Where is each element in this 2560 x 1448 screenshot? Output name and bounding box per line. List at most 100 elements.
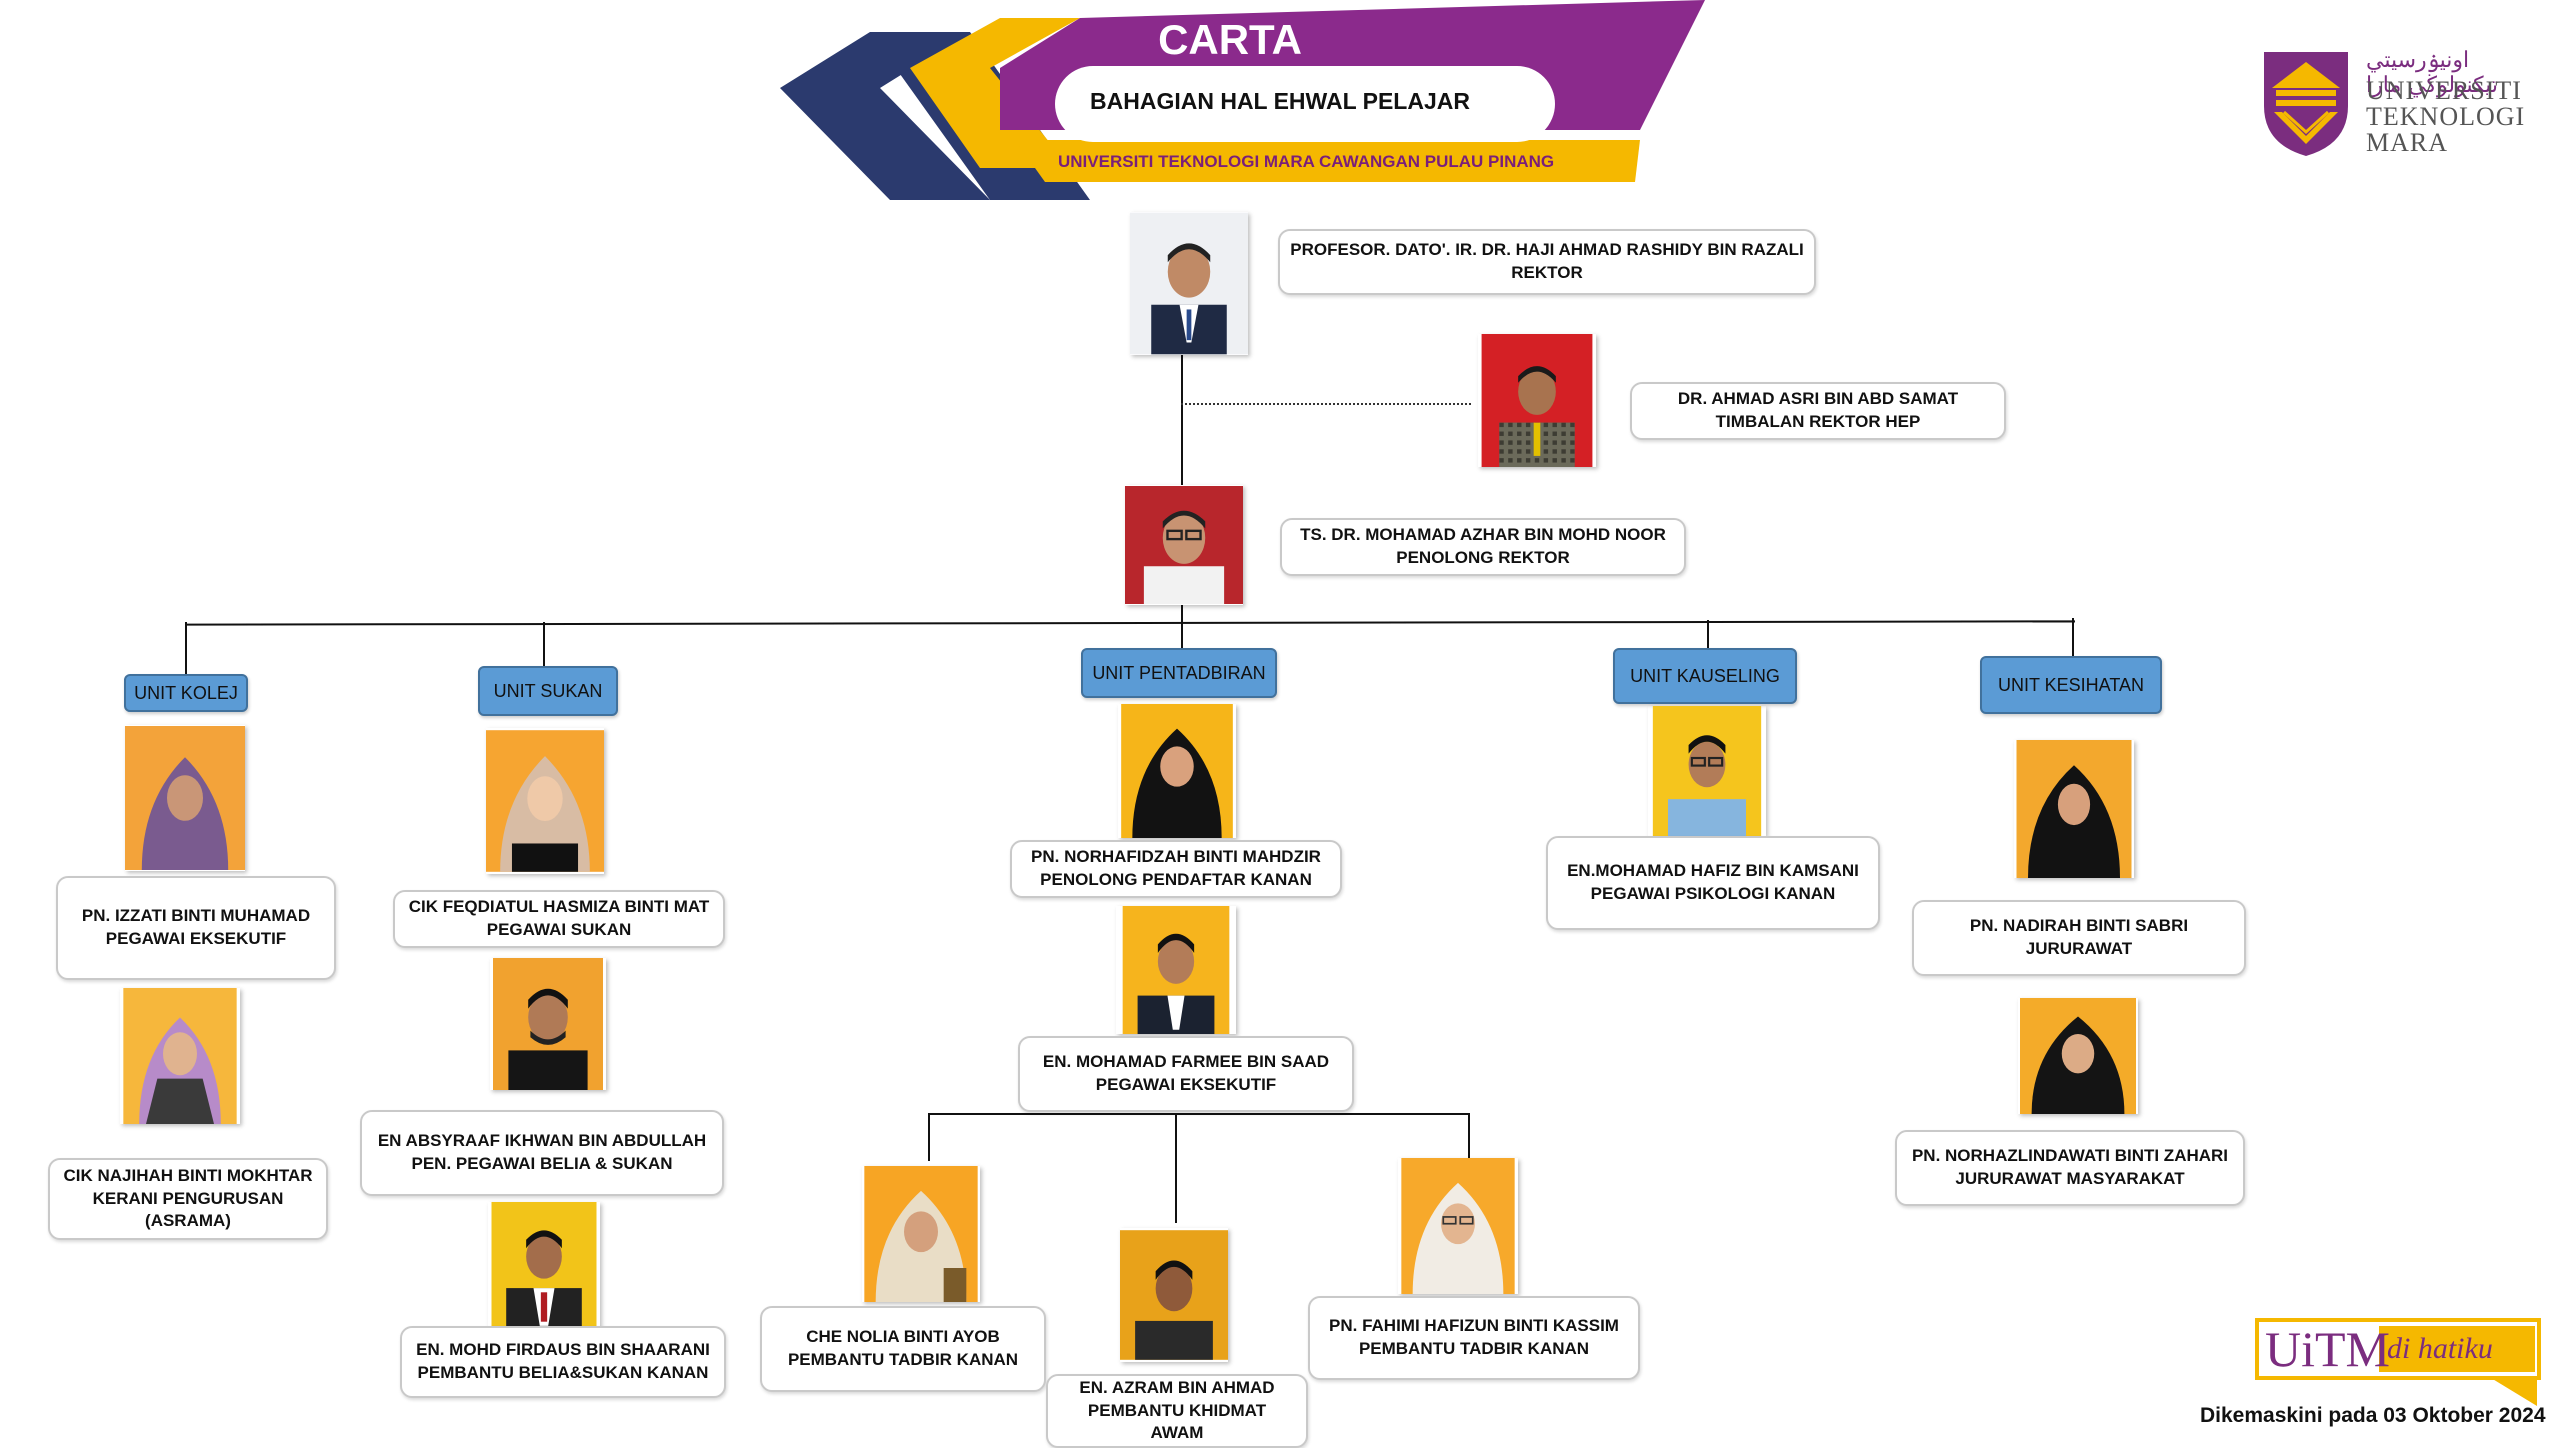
drop-fahimi	[1468, 1113, 1470, 1161]
photo-firdaus	[488, 1202, 600, 1328]
photo-farmee	[1116, 906, 1236, 1034]
name-farmee: EN. MOHAMAD FARMEE BIN SAAD	[1042, 1052, 1330, 1072]
connector-farmee-bus	[928, 1113, 1470, 1115]
unit-sukan: UNIT SUKAN	[478, 666, 618, 716]
photo-penolong-rektor	[1125, 485, 1243, 605]
drop-sukan	[543, 622, 545, 674]
role-fahimi: PEMBANTU TADBIR KANAN	[1358, 1339, 1590, 1358]
unit-kolej: UNIT KOLEJ	[124, 674, 248, 712]
photo-nolia	[862, 1166, 980, 1302]
connector-rektor-penolong	[1181, 355, 1183, 485]
card-najihah: CIK NAJIHAH BINTI MOKHTAR KERANI PENGURU…	[48, 1158, 328, 1240]
photo-timbalan	[1478, 334, 1596, 467]
photo-norhafidzah	[1118, 704, 1236, 838]
name-firdaus: EN. MOHD FIRDAUS BIN SHAARANI	[416, 1340, 710, 1360]
role-absyraaf: PEN. PEGAWAI BELIA & SUKAN	[411, 1154, 673, 1173]
updated-date: Dikemaskini pada 03 Oktober 2024	[2200, 1404, 2546, 1427]
drop-kolej	[185, 622, 187, 674]
role-nadirah: JURURAWAT	[2025, 939, 2133, 958]
photo-fahimi	[1398, 1158, 1518, 1294]
photo-rektor	[1130, 212, 1248, 355]
photo-nadirah	[2014, 740, 2134, 878]
name-norhafidzah: PN. NORHAFIDZAH BINTI MAHDZIR	[1031, 847, 1321, 867]
uitm-dihatiku-badge: UiTM di hatiku	[2255, 1318, 2545, 1408]
connector-main-bus	[184, 620, 2076, 626]
unit-kauseling: UNIT KAUSELING	[1613, 648, 1797, 704]
card-feqdiatul: CIK FEQDIATUL HASMIZA BINTI MAT PEGAWAI …	[393, 890, 725, 948]
role-timbalan: TIMBALAN REKTOR HEP	[1715, 412, 1921, 431]
chart-title: CARTA ORGANISASI	[1096, 16, 1364, 111]
name-penolong-rektor: TS. DR. MOHAMAD AZHAR BIN MOHD NOOR	[1300, 525, 1666, 545]
role-firdaus: PEMBANTU BELIA&SUKAN KANAN	[417, 1363, 709, 1382]
badge-sub: di hatiku	[2387, 1332, 2493, 1365]
unit-kesihatan: UNIT KESIHATAN	[1980, 656, 2162, 714]
card-izzati: PN. IZZATI BINTI MUHAMAD PEGAWAI EKSEKUT…	[56, 876, 336, 980]
header-banner	[780, 0, 1705, 200]
name-izzati: PN. IZZATI BINTI MUHAMAD	[81, 906, 311, 926]
name-nolia: CHE NOLIA BINTI AYOB	[806, 1327, 1000, 1347]
card-firdaus: EN. MOHD FIRDAUS BIN SHAARANI PEMBANTU B…	[400, 1326, 726, 1398]
photo-norhazlindawati	[2018, 998, 2138, 1114]
role-izzati: PEGAWAI EKSEKUTIF	[105, 929, 287, 948]
name-norhazlindawati: PN. NORHAZLINDAWATI BINTI ZAHARI	[1911, 1146, 2229, 1166]
name-absyraaf: EN ABSYRAAF IKHWAN BIN ABDULLAH	[377, 1131, 707, 1151]
uitm-crest-icon	[2264, 52, 2348, 156]
logo-line3: MARA	[2366, 128, 2449, 157]
card-norhafidzah: PN. NORHAFIDZAH BINTI MAHDZIR PENOLONG P…	[1010, 840, 1342, 898]
card-nolia: CHE NOLIA BINTI AYOB PEMBANTU TADBIR KAN…	[760, 1306, 1046, 1392]
role2-azram: AWAM	[1150, 1423, 1204, 1443]
role-najihah: KERANI PENGURUSAN	[92, 1188, 284, 1208]
name-hafiz: EN.MOHAMAD HAFIZ BIN KAMSANI	[1567, 861, 1859, 881]
card-azram: EN. AZRAM BIN AHMAD PEMBANTU KHIDMAT AWA…	[1046, 1374, 1308, 1448]
card-norhazlindawati: PN. NORHAZLINDAWATI BINTI ZAHARI JURURAW…	[1895, 1130, 2245, 1206]
banner-white-pill	[1055, 66, 1555, 142]
banner-gold-strip	[1015, 140, 1640, 182]
logo-line1: UNIVERSITI	[2366, 76, 2522, 105]
connector-penolong-bus	[1181, 605, 1183, 625]
role-feqdiatul: PEGAWAI SUKAN	[486, 920, 632, 939]
drop-kesihatan	[2072, 618, 2074, 660]
name-feqdiatul: CIK FEQDIATUL HASMIZA BINTI MAT	[408, 897, 710, 917]
drop-azram	[1175, 1113, 1177, 1223]
role-norhazlindawati: JURURAWAT MASYARAKAT	[1955, 1169, 2185, 1188]
drop-kauseling	[1707, 620, 1709, 648]
photo-hafiz	[1648, 706, 1766, 836]
drop-nolia	[928, 1113, 930, 1161]
photo-azram	[1120, 1228, 1228, 1362]
unit-pentadbiran: UNIT PENTADBIRAN	[1081, 648, 1277, 698]
connector-timbalan-dotted	[1181, 403, 1471, 405]
name-fahimi: PN. FAHIMI HAFIZUN BINTI KASSIM	[1329, 1316, 1619, 1336]
card-hafiz: EN.MOHAMAD HAFIZ BIN KAMSANI PEGAWAI PSI…	[1546, 836, 1880, 930]
chart-subtitle: BAHAGIAN HAL EHWAL PELAJAR	[1090, 88, 1470, 114]
logo-line2: TEKNOLOGI	[2366, 102, 2526, 131]
badge-main: UiTM	[2265, 1321, 2390, 1377]
photo-feqdiatul	[486, 728, 604, 874]
role-farmee: PEGAWAI EKSEKUTIF	[1095, 1075, 1277, 1094]
card-timbalan: DR. AHMAD ASRI BIN ABD SAMAT TIMBALAN RE…	[1630, 382, 2006, 440]
name-timbalan: DR. AHMAD ASRI BIN ABD SAMAT	[1677, 389, 1959, 409]
name-azram: EN. AZRAM BIN AHMAD	[1079, 1377, 1275, 1397]
card-penolong-rektor: TS. DR. MOHAMAD AZHAR BIN MOHD NOOR PENO…	[1280, 518, 1686, 576]
campus-name: UNIVERSITI TEKNOLOGI MARA CAWANGAN PULAU…	[1058, 152, 1555, 171]
role-rektor: REKTOR	[1511, 263, 1583, 282]
badge-speech-bubble-icon	[2255, 1318, 2541, 1406]
role-penolong-rektor: PENOLONG REKTOR	[1396, 548, 1570, 567]
card-farmee: EN. MOHAMAD FARMEE BIN SAAD PEGAWAI EKSE…	[1018, 1036, 1354, 1112]
card-fahimi: PN. FAHIMI HAFIZUN BINTI KASSIM PEMBANTU…	[1308, 1296, 1640, 1380]
banner-gold-band	[910, 18, 1080, 168]
logo-jawi: اونيۏرسيتي تيكنولوڬي مارا	[2366, 48, 2499, 98]
role-norhafidzah: PENOLONG PENDAFTAR KANAN	[1040, 870, 1312, 889]
photo-izzati	[125, 725, 245, 871]
role-hafiz: PEGAWAI PSIKOLOGI KANAN	[1590, 884, 1836, 903]
name-rektor: PROFESOR. DATO'. IR. DR. HAJI AHMAD RASH…	[1290, 240, 1804, 260]
photo-najihah	[120, 988, 240, 1124]
card-nadirah: PN. NADIRAH BINTI SABRI JURURAWAT	[1912, 900, 2246, 976]
drop-pentadbiran	[1181, 620, 1183, 648]
role-azram: PEMBANTU KHIDMAT	[1087, 1400, 1267, 1420]
uitm-logo: اونيۏرسيتي تيكنولوڬي مارا UNIVERSITI TEK…	[2258, 48, 2548, 160]
role-nolia: PEMBANTU TADBIR KANAN	[787, 1350, 1019, 1369]
card-absyraaf: EN ABSYRAAF IKHWAN BIN ABDULLAH PEN. PEG…	[360, 1110, 724, 1196]
name-nadirah: PN. NADIRAH BINTI SABRI	[1969, 916, 2189, 936]
card-rektor: PROFESOR. DATO'. IR. DR. HAJI AHMAD RASH…	[1278, 229, 1816, 295]
name-najihah: CIK NAJIHAH BINTI MOKHTAR	[63, 1165, 313, 1185]
